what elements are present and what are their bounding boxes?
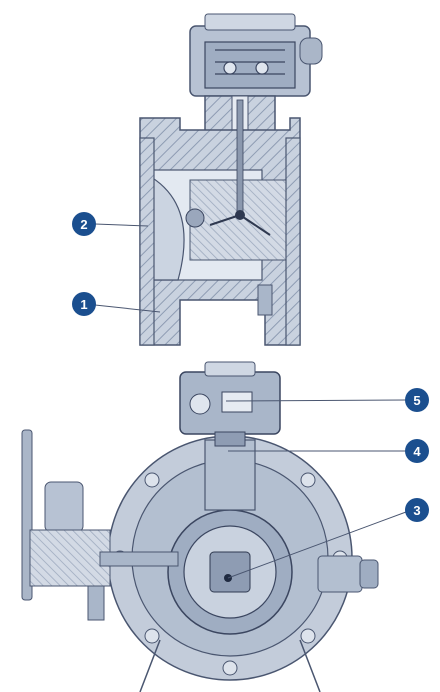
pilot-body: [29, 529, 111, 587]
support-line-right: [299, 639, 321, 692]
valve-stem: [236, 99, 244, 216]
positioner: [214, 431, 246, 447]
front-actuator-gauge: [189, 393, 211, 415]
left-flange: [139, 137, 155, 346]
actuator-mechanism: [204, 41, 296, 89]
callout-5: 5: [405, 388, 429, 412]
front-view: [21, 361, 379, 692]
callout-1-label: 1: [80, 297, 87, 312]
callout-1-leader: [94, 304, 161, 313]
right-fitting-cap: [359, 559, 379, 589]
callout-5-label: 5: [413, 393, 420, 408]
actuator-cap: [204, 13, 296, 31]
right-fitting: [317, 555, 363, 593]
callout-4-label: 4: [413, 444, 421, 459]
disc-pivot: [185, 208, 205, 228]
pilot-line: [99, 551, 179, 567]
callout-1: 1: [72, 292, 96, 316]
callouts: 2 1 5 4 3: [72, 212, 429, 579]
front-actuator-window: [221, 391, 253, 413]
pilot-cup: [44, 481, 84, 533]
callout-3-leader: [227, 511, 407, 579]
disc-hub: [209, 551, 251, 593]
pilot-drain: [87, 585, 105, 621]
callout-2-label: 2: [80, 217, 87, 232]
callout-2-leader: [94, 223, 149, 227]
actuator-knob: [299, 37, 323, 65]
drain-plug: [257, 284, 273, 316]
linkage-2: [209, 214, 241, 226]
callout-3: 3: [405, 498, 429, 522]
linkage: [239, 214, 271, 236]
right-flange: [285, 137, 301, 346]
support-line-left: [139, 639, 161, 692]
side-section-view: [139, 13, 323, 346]
front-actuator-cap: [204, 361, 256, 377]
valve-neck: [204, 439, 256, 511]
callout-5-leader: [225, 399, 407, 402]
callout-3-label: 3: [413, 503, 420, 518]
callout-4: 4: [405, 439, 429, 463]
callout-2: 2: [72, 212, 96, 236]
